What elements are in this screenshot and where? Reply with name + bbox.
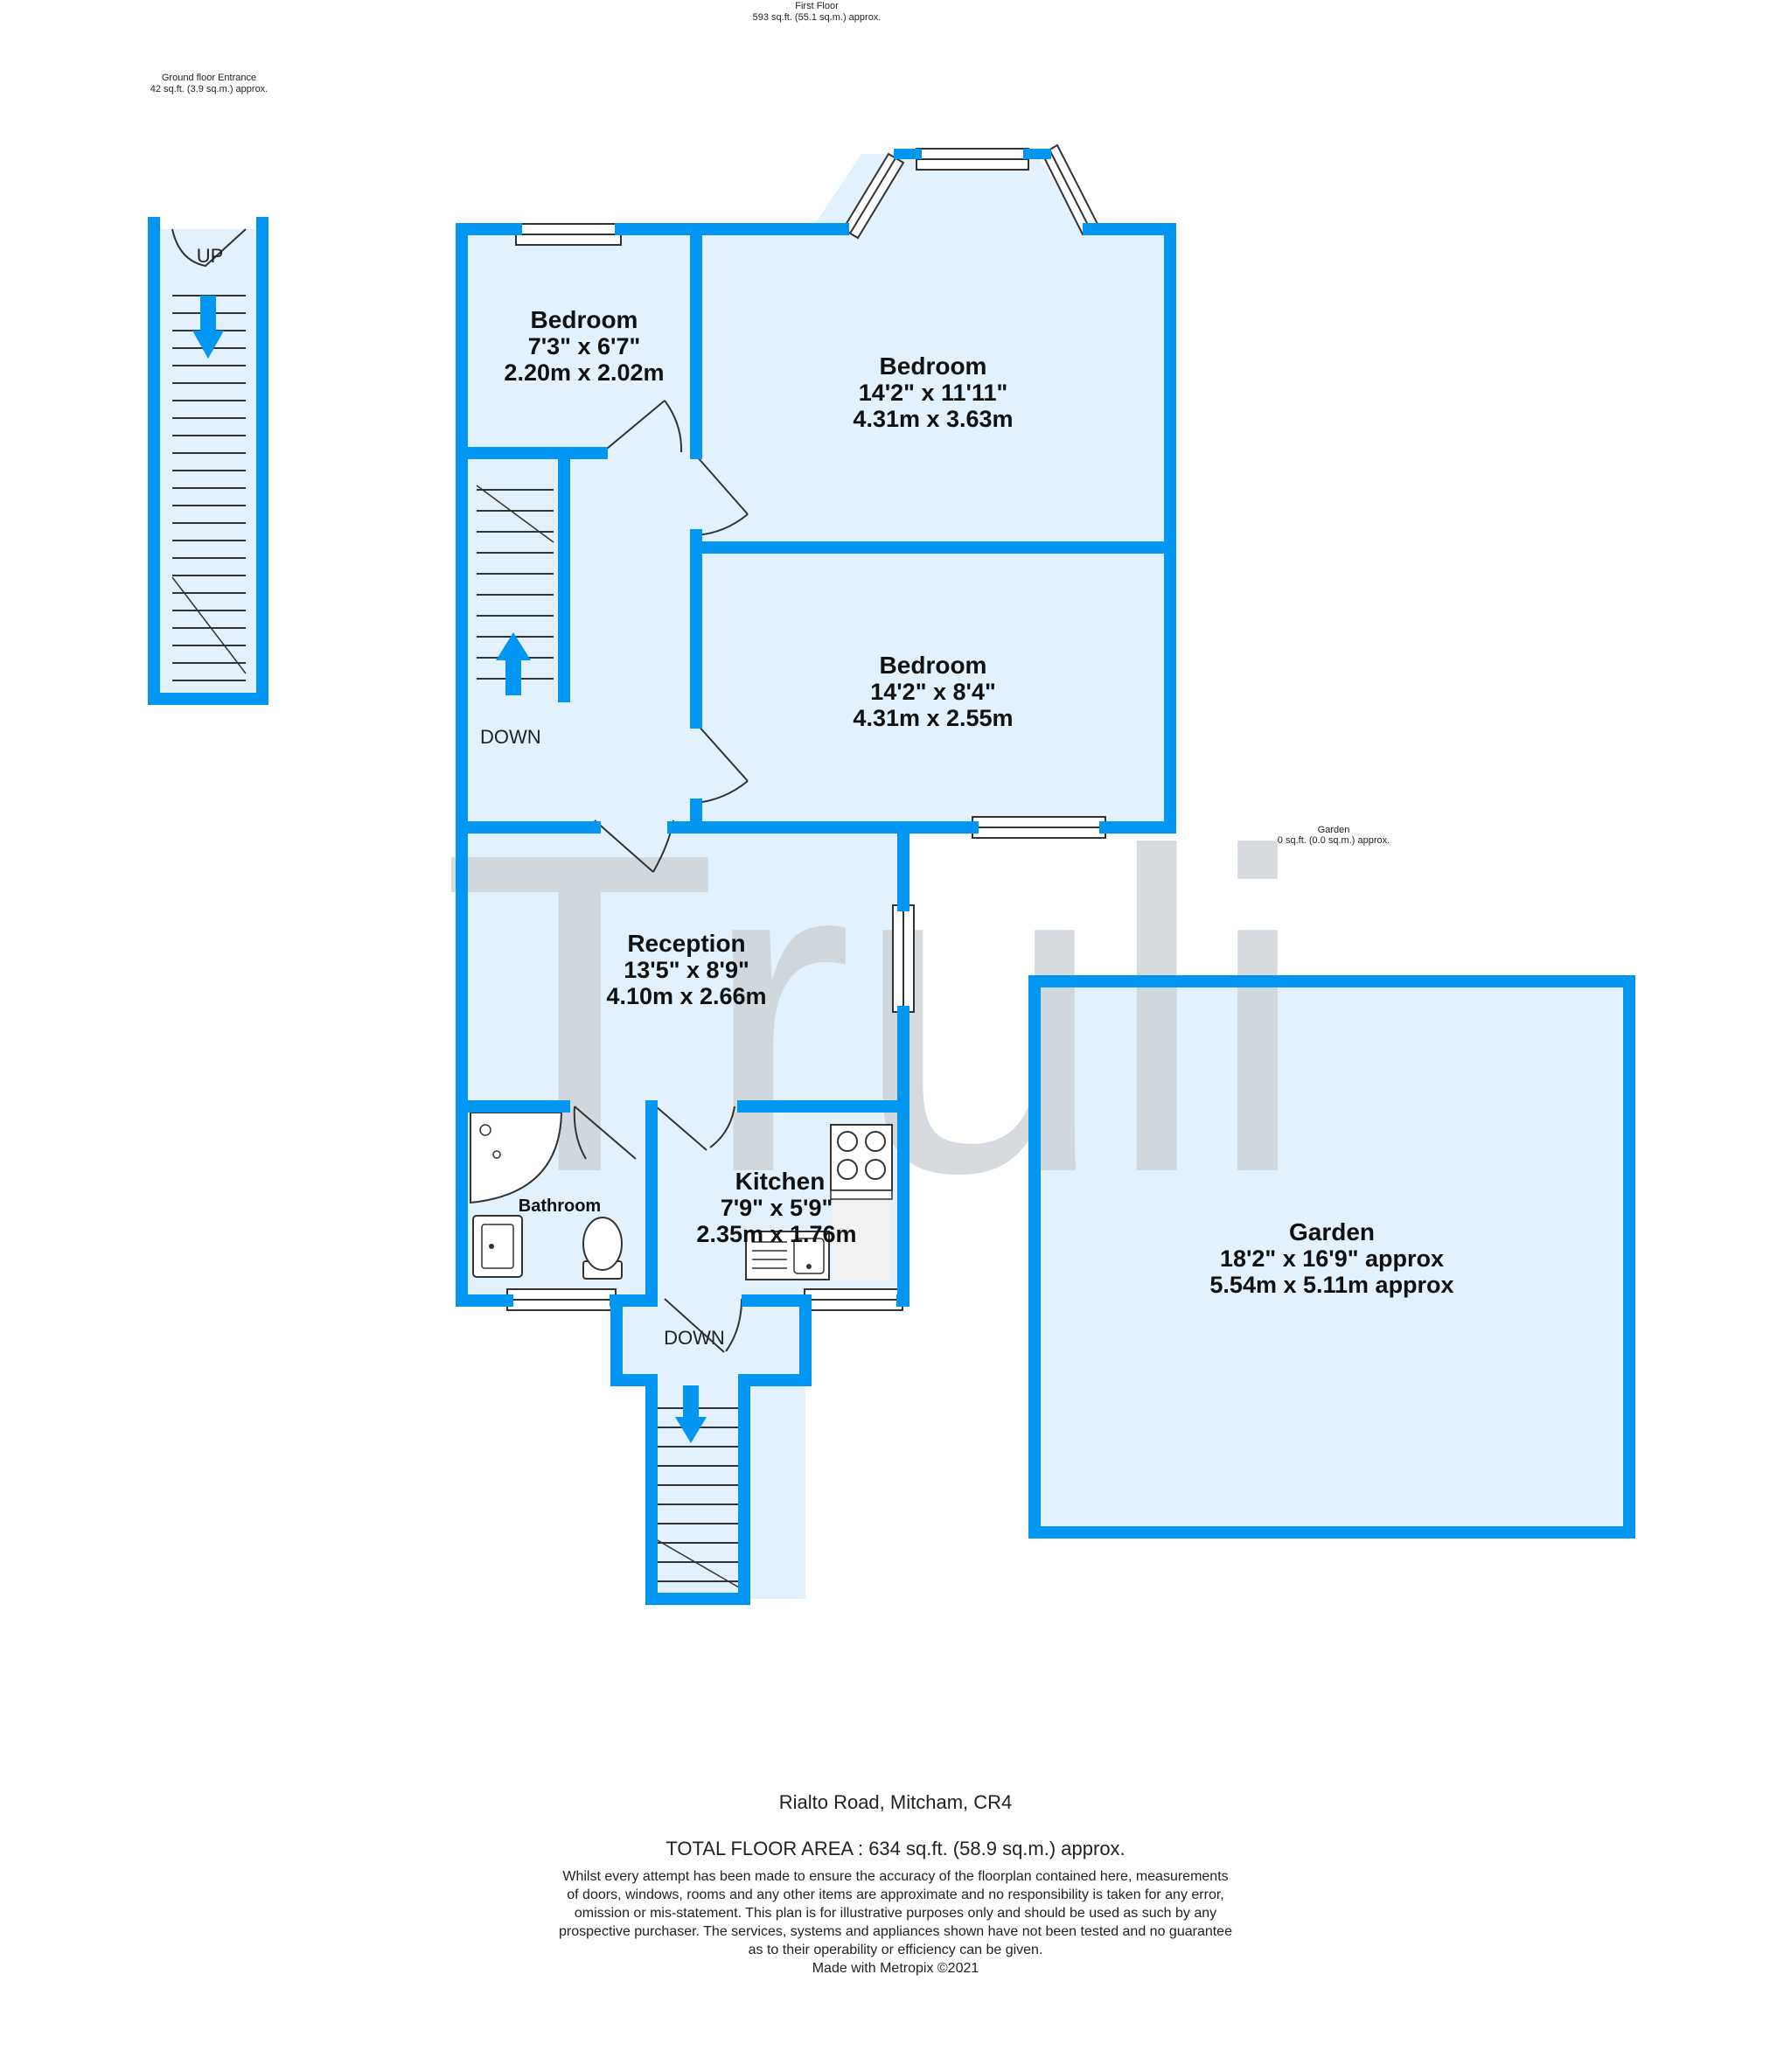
stair-arrow-down-icon-rear (683, 1385, 699, 1420)
room-garden-imperial: 18'2" x 16'9" approx (1220, 1245, 1444, 1272)
room-garden-metric: 5.54m x 5.11m approx (1209, 1272, 1453, 1298)
room-bedroom-large: Bedroom 14'2" x 11'11" 4.31m x 3.63m (853, 352, 1013, 432)
first-floor-title: First Floor (795, 1, 839, 11)
made-with-credit: Made with Metropix ©2021 (812, 1961, 979, 1976)
disclaimer-line: of doors, windows, rooms and any other i… (567, 1887, 1224, 1902)
room-kitchen-imperial: 7'9" x 5'9" (721, 1195, 833, 1221)
property-address: Rialto Road, Mitcham, CR4 (778, 1791, 1013, 1813)
room-kitchen-metric: 2.35m x 1.76m (696, 1221, 856, 1247)
disclaimer-line: Whilst every attempt has been made to en… (562, 1869, 1229, 1884)
room-reception: Reception 13'5" x 8'9" 4.10m x 2.66m (606, 930, 766, 1009)
corner-shower-icon (470, 1112, 563, 1204)
total-floor-area: TOTAL FLOOR AREA : 634 sq.ft. (58.9 sq.m… (666, 1838, 1125, 1859)
room-bedroom-small: Bedroom 7'3" x 6'7" 2.20m x 2.02m (504, 306, 664, 386)
garden-header-area: 0 sq.ft. (0.0 sq.m.) approx. (1278, 835, 1390, 846)
stair-arrow-down-icon (200, 296, 216, 332)
room-bedroom-large-metric: 4.31m x 3.63m (853, 406, 1013, 432)
disclaimer-line: omission or mis-statement. This plan is … (574, 1906, 1217, 1921)
disclaimer-line: as to their operability or efficiency ca… (748, 1943, 1043, 1957)
disclaimer-line: prospective purchaser. The services, sys… (559, 1924, 1232, 1939)
stair-arrow-up-icon (496, 632, 531, 660)
room-bedroom-middle-metric: 4.31m x 2.55m (853, 705, 1013, 731)
stair-label-up: UP (197, 245, 224, 267)
room-garden: Garden 18'2" x 16'9" approx 5.54m x 5.11… (1209, 1218, 1453, 1298)
room-bedroom-middle: Bedroom 14'2" x 8'4" 4.31m x 2.55m (853, 652, 1013, 731)
room-bathroom-name: Bathroom (519, 1196, 601, 1216)
room-bedroom-large-name: Bedroom (880, 352, 987, 380)
ground-entrance-stair: UP (171, 228, 247, 681)
bathroom-fixtures (470, 1112, 623, 1280)
room-bedroom-middle-name: Bedroom (880, 652, 987, 679)
walls (148, 149, 1635, 1605)
room-kitchen: Kitchen 7'9" x 5'9" 2.35m x 1.76m (696, 1168, 856, 1247)
kitchen-sink-icon (745, 1231, 830, 1280)
room-fills (160, 154, 1629, 1599)
room-kitchen-name: Kitchen (735, 1168, 826, 1195)
first-floor-area: 593 sq.ft. (55.1 sq.m.) approx. (753, 12, 882, 23)
room-garden-name: Garden (1289, 1218, 1375, 1245)
landing-stair: DOWN (476, 485, 554, 748)
wash-basin-icon (472, 1215, 523, 1278)
room-bedroom-small-imperial: 7'3" x 6'7" (528, 333, 641, 359)
room-bedroom-large-imperial: 14'2" x 11'11" (859, 380, 1008, 406)
room-labels: Bedroom 7'3" x 6'7" 2.20m x 2.02m Bedroo… (504, 306, 1453, 1298)
ground-entrance-area: 42 sq.ft. (3.9 sq.m.) approx. (150, 84, 268, 94)
entrance-door-swing (171, 228, 247, 268)
rear-stair: DOWN (655, 1327, 740, 1588)
garden-header-title: Garden (1318, 825, 1350, 835)
hob-icon (830, 1124, 893, 1191)
room-reception-name: Reception (627, 930, 745, 957)
room-bedroom-small-name: Bedroom (531, 306, 638, 333)
stair-label-down-landing: DOWN (480, 726, 541, 748)
room-bedroom-small-metric: 2.20m x 2.02m (504, 359, 664, 386)
room-bedroom-middle-imperial: 14'2" x 8'4" (870, 679, 996, 705)
kitchen-fixtures (745, 1124, 893, 1281)
ground-entrance-title: Ground floor Entrance (162, 73, 256, 83)
room-reception-imperial: 13'5" x 8'9" (624, 957, 749, 983)
room-reception-metric: 4.10m x 2.66m (606, 983, 766, 1009)
stair-label-down-entrance: DOWN (664, 1327, 725, 1349)
disclaimer: Whilst every attempt has been made to en… (0, 1867, 1791, 1978)
